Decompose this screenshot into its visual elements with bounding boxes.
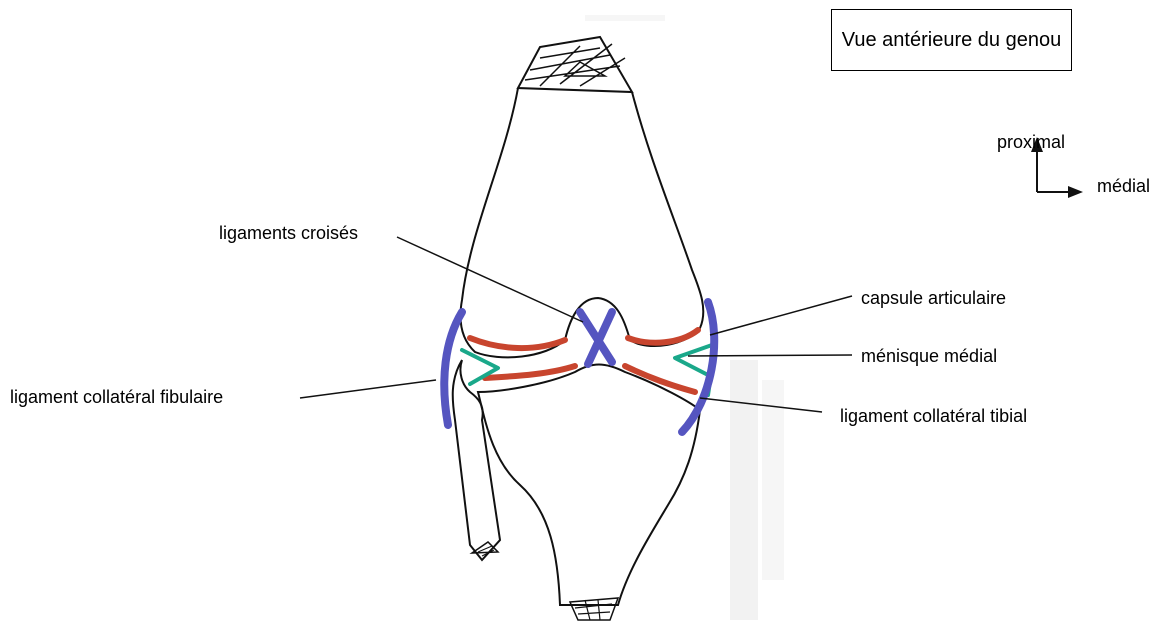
label-fibular-collateral-ligament: ligament collatéral fibulaire	[10, 388, 223, 406]
fibula-outline	[453, 360, 500, 560]
diagram-title: Vue antérieure du genou	[842, 29, 1061, 52]
background-smudge	[585, 15, 784, 620]
articular-cartilage	[470, 330, 698, 392]
femur-cut-section	[518, 37, 632, 92]
label-medial-meniscus: ménisque médial	[861, 347, 997, 365]
tibial-collateral-ligament-shape	[682, 302, 714, 432]
label-tibial-collateral-ligament: ligament collatéral tibial	[840, 407, 1027, 425]
orientation-label-medial: médial	[1097, 177, 1150, 195]
orientation-label-proximal: proximal	[997, 133, 1065, 151]
tibia-cut-section	[570, 598, 618, 620]
label-joint-capsule: capsule articulaire	[861, 289, 1006, 307]
ligaments	[444, 302, 714, 432]
tibia-outline	[478, 365, 700, 606]
arrow-right-icon	[1068, 186, 1083, 198]
label-cruciate-ligaments: ligaments croisés	[219, 224, 358, 242]
diagram-title-box: Vue antérieure du genou	[831, 9, 1072, 71]
orientation-indicator	[1037, 150, 1070, 192]
